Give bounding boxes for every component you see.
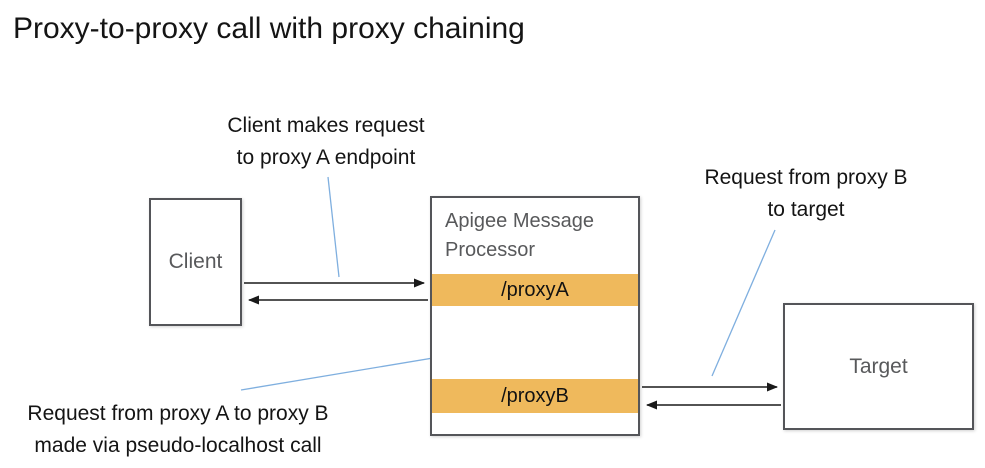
proxy-b-label: /proxyB xyxy=(501,384,569,407)
target-label: Target xyxy=(849,354,908,378)
proxy-a-label: /proxyA xyxy=(501,278,569,301)
annotation-client-request: Client makes request to proxy A endpoint xyxy=(227,110,424,174)
annotation-line: made via pseudo-localhost call xyxy=(34,434,322,457)
annotation-line: Request from proxy A to proxy B xyxy=(27,402,329,425)
callout-line-proxyb-target xyxy=(711,229,776,377)
annotation-proxyb-to-target: Request from proxy B to target xyxy=(704,162,907,226)
message-processor-box: Apigee Message Processor /proxyA /proxyB xyxy=(430,196,640,436)
proxy-a-bar: /proxyA xyxy=(432,274,638,306)
annotation-proxya-to-proxyb: Request from proxy A to proxy B made via… xyxy=(27,398,328,462)
annotation-line: Client makes request xyxy=(227,114,425,137)
client-box: Client xyxy=(149,198,242,326)
client-label: Client xyxy=(168,250,223,273)
annotation-line: to proxy A endpoint xyxy=(236,146,416,169)
annotation-line: Request from proxy B xyxy=(704,166,908,189)
page-title: Proxy-to-proxy call with proxy chaining xyxy=(13,12,525,45)
proxy-b-bar: /proxyB xyxy=(432,379,638,413)
callout-line-client-request xyxy=(327,176,340,278)
target-box: Target xyxy=(783,303,974,430)
annotation-line: to target xyxy=(767,198,845,221)
message-processor-label: Apigee Message Processor xyxy=(445,210,594,261)
